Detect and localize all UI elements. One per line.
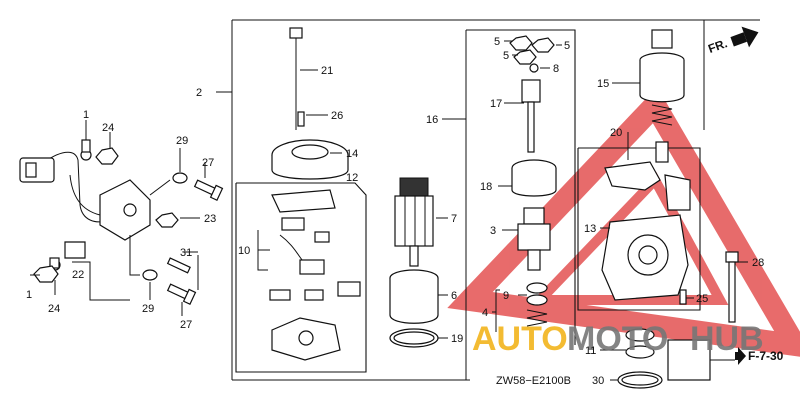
part-label: 9 bbox=[503, 290, 509, 302]
nut-icon bbox=[509, 35, 533, 51]
part-label: 18 bbox=[480, 181, 492, 193]
diagram-code: ZW58−E2100B bbox=[496, 375, 571, 387]
part-label: 27 bbox=[180, 319, 192, 331]
washer-icon bbox=[526, 282, 548, 294]
part-label: 16 bbox=[426, 114, 438, 126]
part-label: 20 bbox=[610, 127, 622, 139]
nut-icon bbox=[531, 37, 555, 53]
screw-icon bbox=[679, 289, 687, 305]
part-label: 4 bbox=[482, 307, 488, 319]
watermark-text: AUTO MOTO HUB bbox=[472, 320, 764, 358]
solenoid-icon bbox=[639, 29, 685, 163]
washer-icon bbox=[172, 172, 188, 184]
part-label: 5 bbox=[494, 36, 500, 48]
front-label: FR. bbox=[706, 36, 729, 56]
part-label: 22 bbox=[72, 269, 84, 281]
part-label: 24 bbox=[102, 122, 114, 134]
column-16 bbox=[492, 35, 562, 332]
column-7 bbox=[389, 177, 448, 348]
clip-icon bbox=[64, 241, 86, 259]
part-label: 19 bbox=[451, 333, 463, 345]
part-label: 21 bbox=[321, 65, 333, 77]
ref-page-label[interactable]: F-7-30 bbox=[748, 349, 784, 363]
part-label: 29 bbox=[142, 303, 154, 315]
part-label: 8 bbox=[553, 63, 559, 75]
bolt-icon bbox=[166, 257, 191, 274]
washer-icon bbox=[142, 269, 158, 281]
column-14 bbox=[257, 27, 361, 361]
pinion-shaft-icon bbox=[521, 79, 541, 153]
bolt-icon bbox=[725, 251, 739, 323]
part-label: 14 bbox=[346, 148, 358, 160]
nut-icon bbox=[513, 49, 537, 65]
yoke-icon bbox=[389, 269, 439, 324]
part-label: 10 bbox=[238, 245, 250, 257]
part-label: 15 bbox=[597, 78, 609, 90]
spring-icon bbox=[526, 309, 548, 327]
part-label: 29 bbox=[176, 135, 188, 147]
watermark-suffix: HUB bbox=[690, 320, 764, 358]
end-cover-icon bbox=[271, 139, 349, 180]
bolt-icon bbox=[80, 139, 92, 161]
part-label: 24 bbox=[48, 303, 60, 315]
armature-icon bbox=[394, 177, 434, 267]
bolt-icon bbox=[166, 283, 197, 305]
box-12 bbox=[235, 182, 367, 373]
part-label: 31 bbox=[180, 247, 192, 259]
part-label: 6 bbox=[451, 290, 457, 302]
part-labels: 1 24 2 29 27 23 22 1 24 31 29 27 21 26 1… bbox=[26, 36, 764, 387]
part-label: 26 bbox=[331, 110, 343, 122]
ball-icon bbox=[529, 63, 539, 73]
starter-frame-icon bbox=[601, 161, 691, 301]
part-label: 3 bbox=[490, 225, 496, 237]
part-label: 11 bbox=[585, 345, 596, 357]
box-16 bbox=[442, 29, 576, 380]
ref-arrow-icon bbox=[735, 347, 746, 365]
nut-icon bbox=[95, 147, 119, 165]
part-label: 30 bbox=[592, 375, 604, 387]
watermark-middle: MOTO bbox=[567, 320, 668, 358]
gear-icon bbox=[517, 207, 551, 271]
left-cluster bbox=[19, 120, 224, 316]
screw-icon bbox=[297, 111, 305, 127]
main-frame bbox=[216, 19, 760, 381]
nut-icon bbox=[155, 212, 179, 228]
part-label: 12 bbox=[346, 172, 358, 184]
front-arrow-icon bbox=[730, 26, 759, 48]
part-label: 5 bbox=[564, 40, 570, 52]
connector-icon bbox=[19, 157, 55, 183]
part-label: 17 bbox=[490, 98, 502, 110]
part-label: 1 bbox=[83, 109, 89, 121]
part-label: 5 bbox=[503, 50, 509, 62]
brush-holder-icon bbox=[269, 189, 361, 361]
bolt-icon bbox=[193, 179, 224, 201]
nut-icon bbox=[33, 265, 59, 283]
column-15 bbox=[600, 29, 748, 389]
part-label: 25 bbox=[696, 293, 708, 305]
part-label: 23 bbox=[204, 213, 216, 225]
washer-icon bbox=[625, 328, 655, 342]
part-label: 28 bbox=[752, 257, 764, 269]
part-label: 1 bbox=[26, 289, 32, 301]
part-label: 27 bbox=[202, 157, 214, 169]
part-label: 13 bbox=[584, 223, 596, 235]
clutch-icon bbox=[511, 159, 557, 197]
watermark-prefix: AUTO bbox=[472, 320, 568, 358]
part-label: 2 bbox=[196, 87, 202, 99]
part-label: 7 bbox=[451, 213, 457, 225]
watermark-logo bbox=[447, 86, 800, 357]
